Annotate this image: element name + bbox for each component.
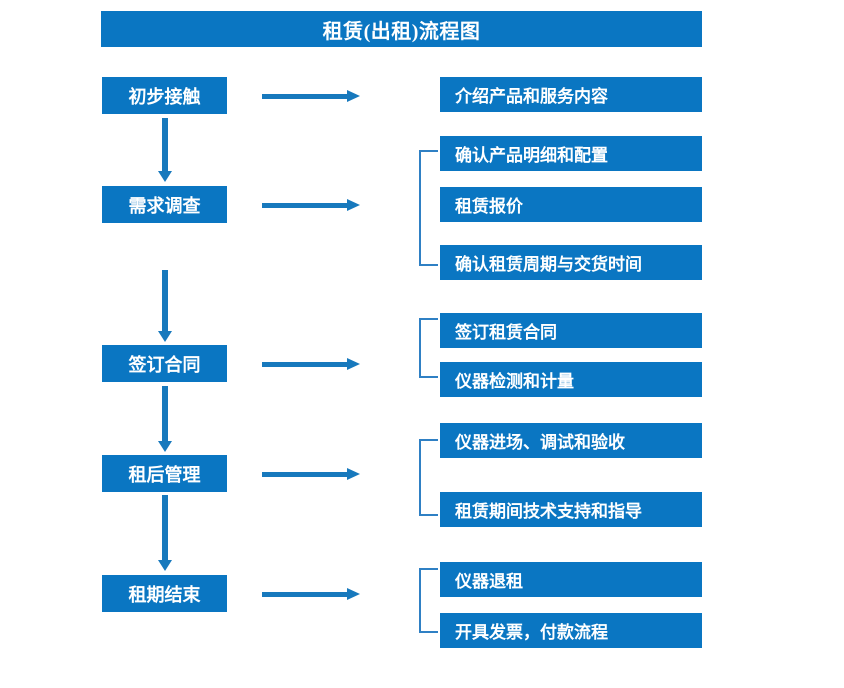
arrow-head [347, 358, 360, 370]
stage-box-needs-survey[interactable]: 需求调查 [102, 186, 227, 223]
group-bracket-sign-contract [419, 318, 438, 378]
detail-box-confirm-spec-config[interactable]: 确认产品明细和配置 [440, 136, 702, 171]
horizontal-arrow-3 [262, 356, 360, 372]
group-bracket-post-rent-mgmt [419, 439, 438, 516]
diagram-title: 租赁(出租)流程图 [101, 11, 702, 47]
arrow-shaft [262, 362, 348, 367]
vertical-arrow-2 [157, 270, 173, 342]
arrow-head [158, 171, 172, 182]
arrow-head [347, 199, 360, 211]
vertical-arrow-1 [157, 118, 173, 182]
arrow-head [158, 560, 172, 571]
arrow-shaft [262, 203, 348, 208]
arrow-shaft [262, 94, 348, 99]
detail-box-rental-quote[interactable]: 租赁报价 [440, 187, 702, 222]
arrow-shaft [162, 270, 168, 331]
stage-box-post-rent-mgmt[interactable]: 租后管理 [102, 455, 227, 492]
detail-box-instrument-testing[interactable]: 仪器检测和计量 [440, 362, 702, 397]
horizontal-arrow-4 [262, 466, 360, 482]
stage-box-sign-contract[interactable]: 签订合同 [102, 345, 227, 382]
detail-box-instrument-return[interactable]: 仪器退租 [440, 562, 702, 597]
vertical-arrow-3 [157, 386, 173, 452]
stage-box-initial-contact[interactable]: 初步接触 [102, 77, 227, 114]
arrow-head [347, 90, 360, 102]
detail-box-sign-rental-contract[interactable]: 签订租赁合同 [440, 313, 702, 348]
horizontal-arrow-5 [262, 586, 360, 602]
detail-box-onsite-commissioning[interactable]: 仪器进场、调试和验收 [440, 423, 702, 458]
arrow-shaft [162, 495, 168, 560]
arrow-head [158, 331, 172, 342]
stage-box-lease-end[interactable]: 租期结束 [102, 575, 227, 612]
arrow-shaft [162, 386, 168, 441]
group-bracket-needs-survey [419, 150, 438, 266]
vertical-arrow-4 [157, 495, 173, 571]
detail-box-introduce-products[interactable]: 介绍产品和服务内容 [440, 77, 702, 112]
arrow-head [347, 588, 360, 600]
arrow-shaft [262, 472, 348, 477]
horizontal-arrow-1 [262, 88, 360, 104]
horizontal-arrow-2 [262, 197, 360, 213]
group-bracket-lease-end [419, 568, 438, 633]
arrow-shaft [262, 592, 348, 597]
arrow-head [347, 468, 360, 480]
arrow-shaft [162, 118, 168, 171]
detail-box-invoice-payment[interactable]: 开具发票，付款流程 [440, 613, 702, 648]
detail-box-technical-support[interactable]: 租赁期间技术支持和指导 [440, 492, 702, 527]
detail-box-confirm-period[interactable]: 确认租赁周期与交货时间 [440, 245, 702, 280]
arrow-head [158, 441, 172, 452]
